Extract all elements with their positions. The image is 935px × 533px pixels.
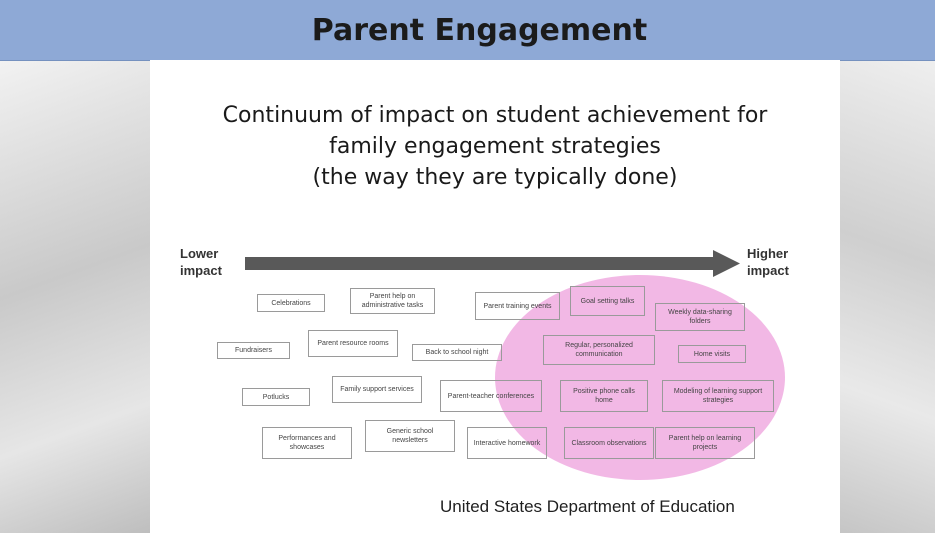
higher-impact-line-2: impact (747, 263, 789, 278)
subtitle-line-3: (the way they are typically done) (312, 165, 678, 190)
slide-subtitle: Continuum of impact on student achieveme… (150, 100, 840, 193)
higher-impact-line-1: Higher (747, 246, 789, 261)
background-left (0, 60, 160, 533)
strategy-interactive-homework: Interactive homework (467, 427, 547, 459)
strategy-back-to-school: Back to school night (412, 344, 502, 361)
impact-arrow (245, 250, 740, 277)
strategy-admin-tasks: Parent help on administrative tasks (350, 288, 435, 314)
title-bar: Parent Engagement (0, 0, 935, 61)
strategy-celebrations: Celebrations (257, 294, 325, 312)
strategy-potlucks: Potlucks (242, 388, 310, 406)
background-right (825, 60, 935, 533)
strategy-learning-projects: Parent help on learning projects (655, 427, 755, 459)
page-title: Parent Engagement (311, 12, 648, 48)
strategy-data-folders: Weekly data-sharing folders (655, 303, 745, 331)
strategy-classroom-observations: Classroom observations (564, 427, 654, 459)
strategy-personalized-comm: Regular, personalized communication (543, 335, 655, 365)
lower-impact-label: Lower impact (180, 245, 222, 279)
strategy-family-support: Family support services (332, 376, 422, 403)
strategy-phone-calls: Positive phone calls home (560, 380, 648, 412)
strategy-goal-setting: Goal setting talks (570, 286, 645, 316)
strategy-home-visits: Home visits (678, 345, 746, 363)
lower-impact-line-2: impact (180, 263, 222, 278)
source-attribution: United States Department of Education (440, 497, 735, 516)
strategy-fundraisers: Fundraisers (217, 342, 290, 359)
strategy-modeling-learning: Modeling of learning support strategies (662, 380, 774, 412)
strategy-training-events: Parent training events (475, 292, 560, 320)
subtitle-line-2: family engagement strategies (329, 134, 661, 159)
lower-impact-line-1: Lower (180, 246, 219, 261)
strategy-pt-conferences: Parent-teacher conferences (440, 380, 542, 412)
subtitle-line-1: Continuum of impact on student achieveme… (222, 103, 768, 128)
strategy-performances: Performances and showcases (262, 427, 352, 459)
higher-impact-label: Higher impact (747, 245, 789, 279)
high-impact-highlight (495, 275, 785, 480)
strategy-resource-rooms: Parent resource rooms (308, 330, 398, 357)
slide-body: Continuum of impact on student achieveme… (150, 60, 840, 533)
strategy-newsletters: Generic school newsletters (365, 420, 455, 452)
